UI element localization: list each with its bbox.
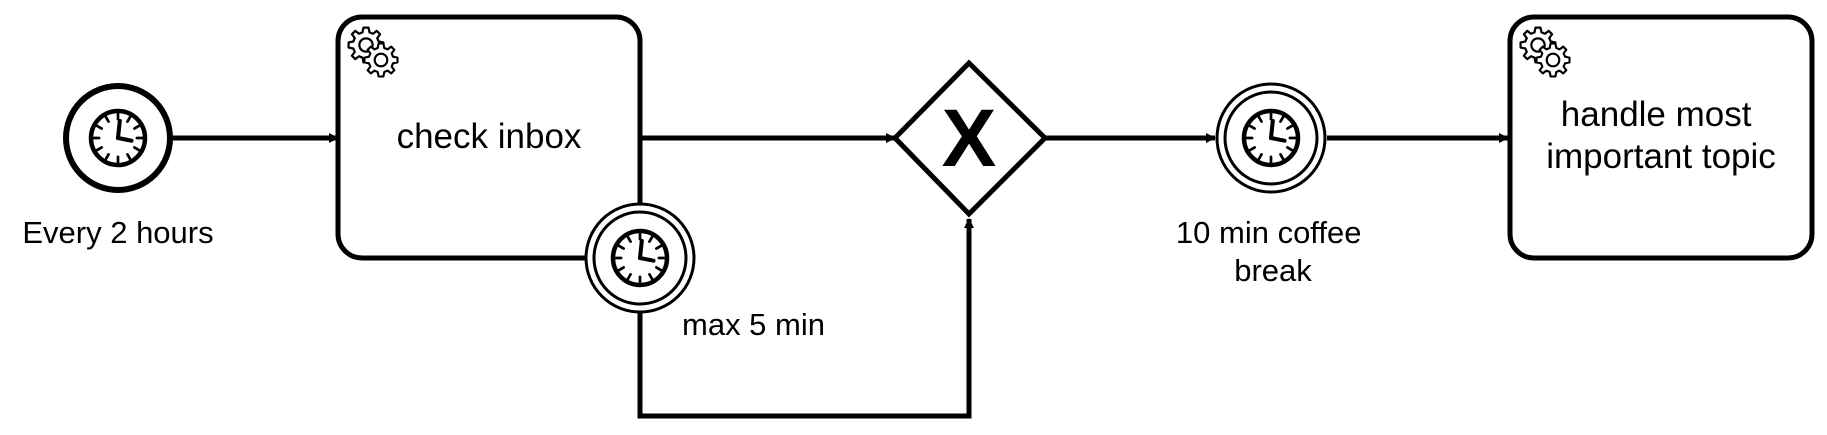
intermediate-event-label-line2: break: [1234, 253, 1312, 288]
exclusive-gateway[interactable]: X: [891, 59, 1049, 218]
sequence-flows: [172, 133, 1509, 419]
timer-start-event[interactable]: [63, 83, 173, 193]
intermediate-event-label-line1: 10 min coffee: [1176, 215, 1362, 250]
task-handle-topic-label-line1: handle most: [1561, 95, 1752, 134]
timer-intermediate-event[interactable]: [1215, 82, 1327, 194]
start-event-label: Every 2 hours: [22, 215, 213, 250]
clock-icon: [613, 231, 667, 285]
gateway-x-symbol: X: [942, 93, 997, 184]
task-check-inbox-label: check inbox: [397, 117, 582, 156]
gear-icon: [1535, 42, 1571, 78]
clock-icon: [91, 111, 145, 165]
gear-icon: [363, 42, 399, 78]
boundary-event-label: max 5 min: [682, 307, 825, 342]
flow-timeout-to-gateway[interactable]: [637, 218, 974, 419]
timer-boundary-event[interactable]: [584, 202, 696, 314]
task-handle-topic-label-line2: important topic: [1546, 137, 1776, 176]
task-handle-topic[interactable]: handle most important topic: [1507, 14, 1815, 261]
intermediate-event-label: 10 min coffee break: [1176, 215, 1370, 288]
task-check-inbox[interactable]: check inbox: [335, 14, 643, 261]
task-handle-topic-label: handle most important topic: [1546, 95, 1776, 176]
clock-icon: [1244, 111, 1298, 165]
